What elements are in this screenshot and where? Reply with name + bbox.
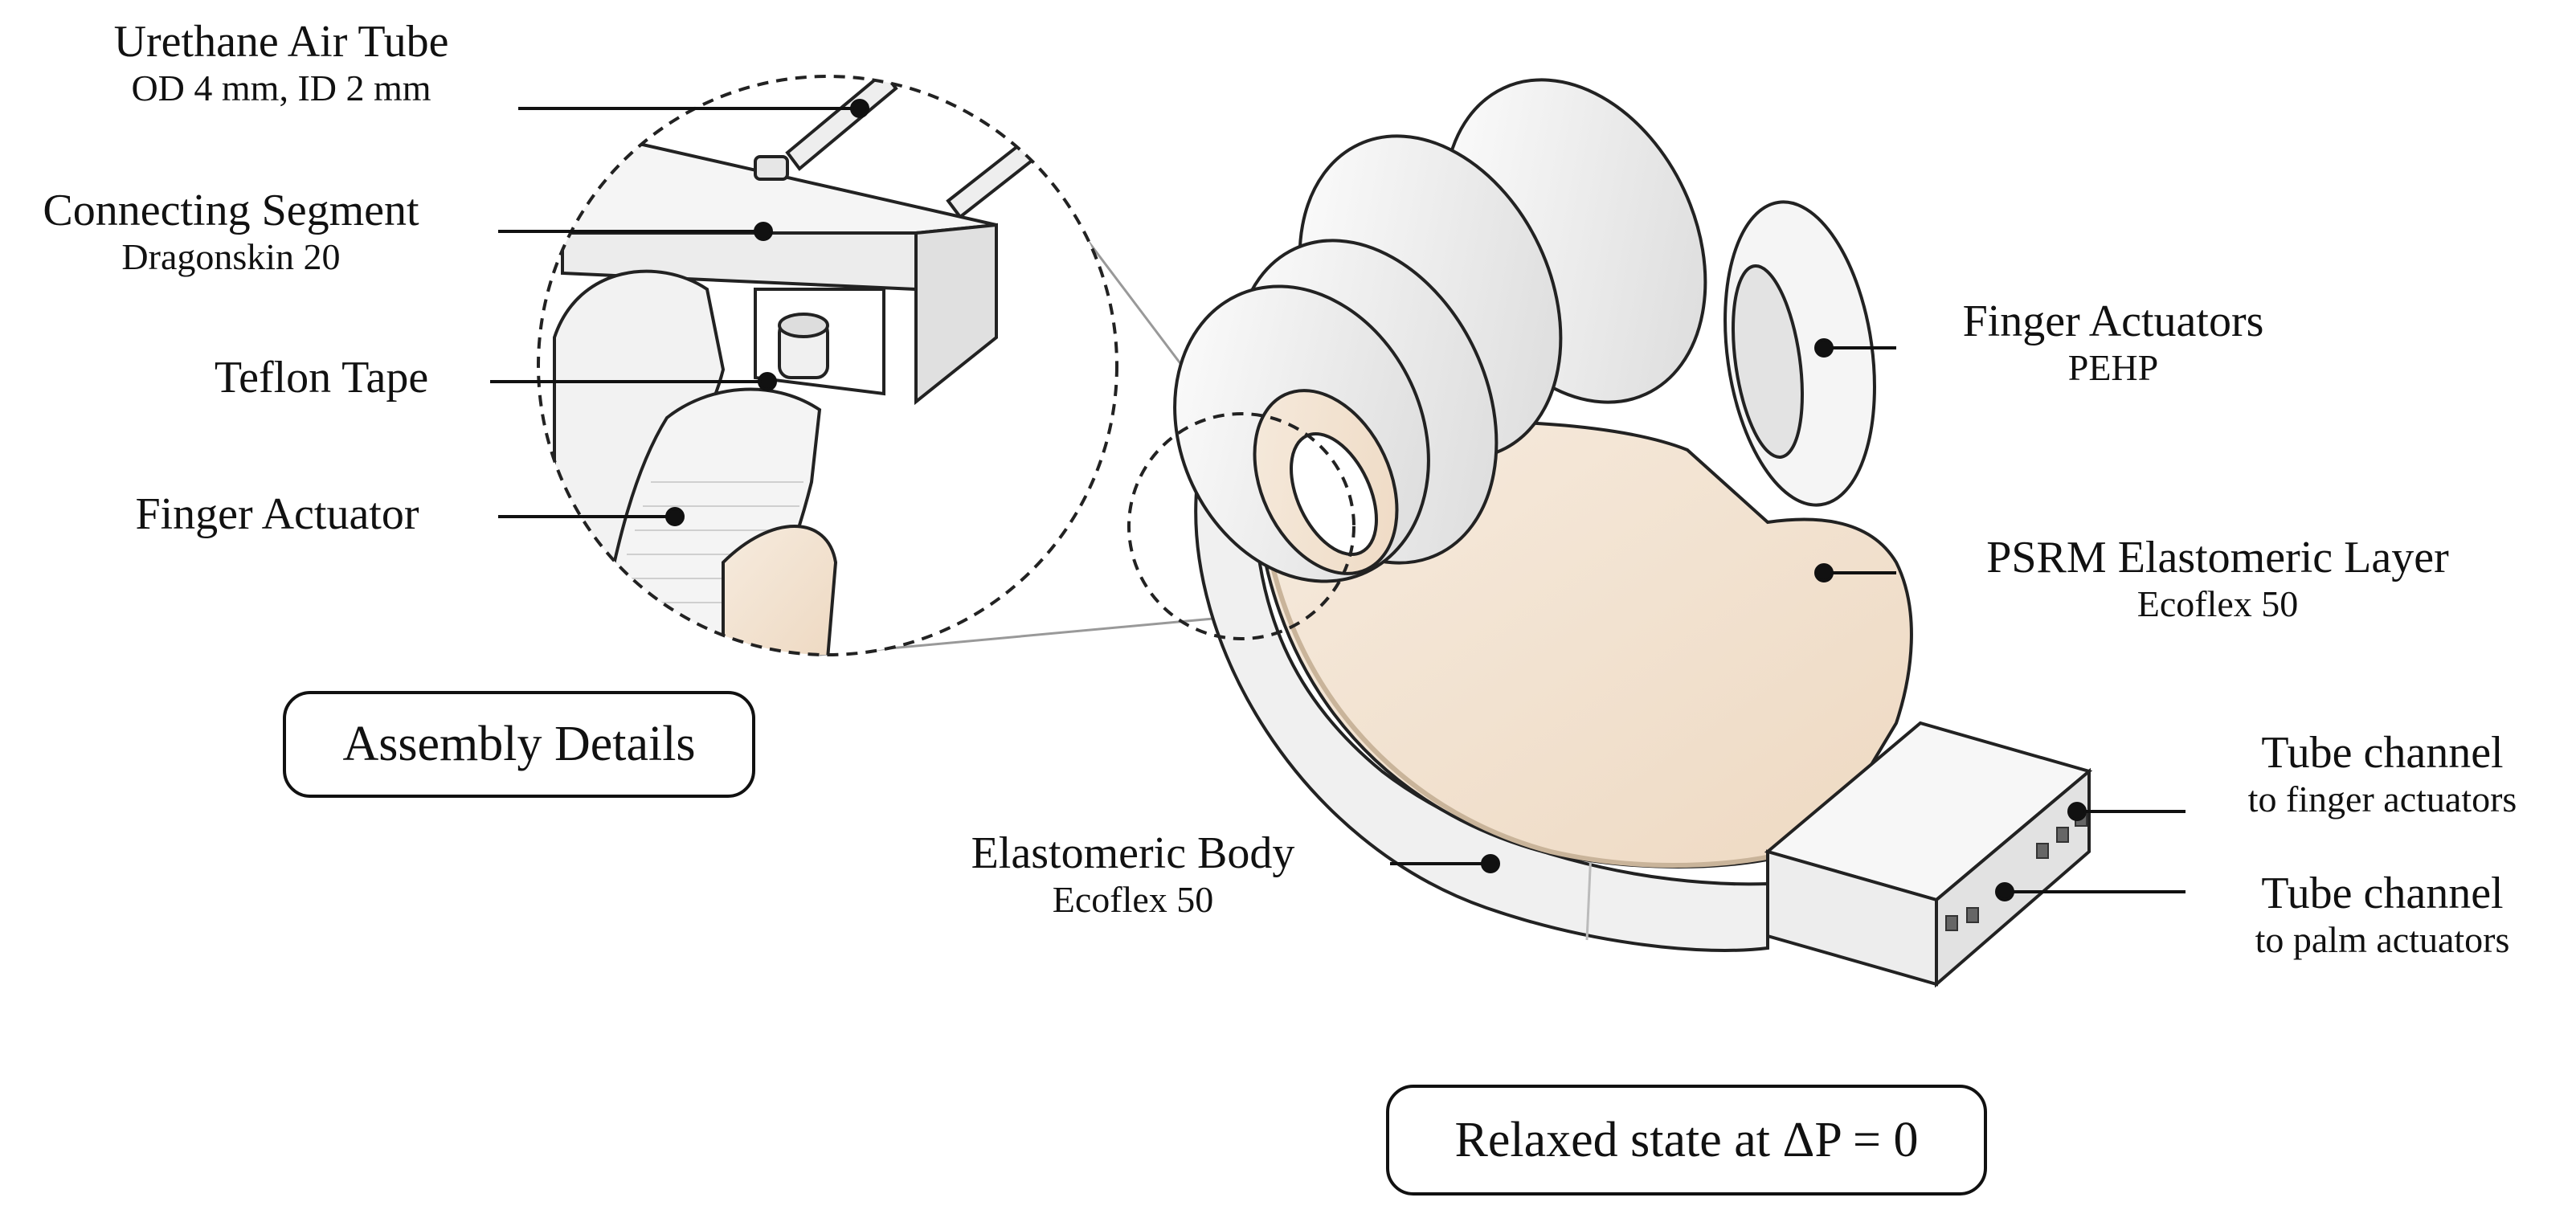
label-tube-channel-palm: Tube channel to palm actuators xyxy=(2198,868,2567,962)
label-urethane-air-tube: Urethane Air Tube OD 4 mm, ID 2 mm xyxy=(48,16,514,110)
label-sub: PEHP xyxy=(2067,347,2159,389)
label-title: Tube channel xyxy=(2261,869,2504,918)
label-title: Finger Actuators xyxy=(1962,296,2264,346)
label-title: Finger Actuator xyxy=(135,489,419,539)
finger-actuator-rings xyxy=(1173,78,1876,583)
label-sub: Ecoflex 50 xyxy=(2136,583,2299,625)
label-title: Elastomeric Body xyxy=(971,828,1295,878)
label-finger-actuator: Finger Actuator xyxy=(88,488,466,540)
label-sub: to palm actuators xyxy=(2255,919,2510,961)
assembly-details-box: Assembly Details xyxy=(283,691,755,798)
label-sub: Ecoflex 50 xyxy=(1052,879,1214,921)
label-title: Connecting Segment xyxy=(43,186,419,235)
psrm-layer-edge xyxy=(1259,497,1805,868)
label-sub: OD 4 mm, ID 2 mm xyxy=(131,67,431,109)
label-title: Urethane Air Tube xyxy=(113,17,449,67)
zoom-detail xyxy=(537,75,1118,656)
label-sub: Dragonskin 20 xyxy=(121,236,341,278)
label-sub: to finger actuators xyxy=(2247,779,2517,820)
label-tube-channel-finger: Tube channel to finger actuators xyxy=(2198,727,2567,821)
label-psrm-layer: PSRM Elastomeric Layer Ecoflex 50 xyxy=(1920,532,2515,626)
label-finger-actuators: Finger Actuators PEHP xyxy=(1920,296,2306,390)
label-title: Tube channel xyxy=(2261,728,2504,778)
label-title: Teflon Tape xyxy=(214,353,429,403)
tube-channel-block xyxy=(1764,721,2093,988)
label-connecting-segment: Connecting Segment Dragonskin 20 xyxy=(0,185,462,279)
label-elastomeric-body: Elastomeric Body Ecoflex 50 xyxy=(924,828,1342,922)
leader-lines xyxy=(490,99,2186,901)
zoom-target-circle xyxy=(1127,412,1355,640)
label-title: PSRM Elastomeric Layer xyxy=(1986,533,2449,582)
relaxed-state-box: Relaxed state at ΔP = 0 xyxy=(1386,1085,1987,1196)
label-teflon-tape: Teflon Tape xyxy=(161,352,482,403)
